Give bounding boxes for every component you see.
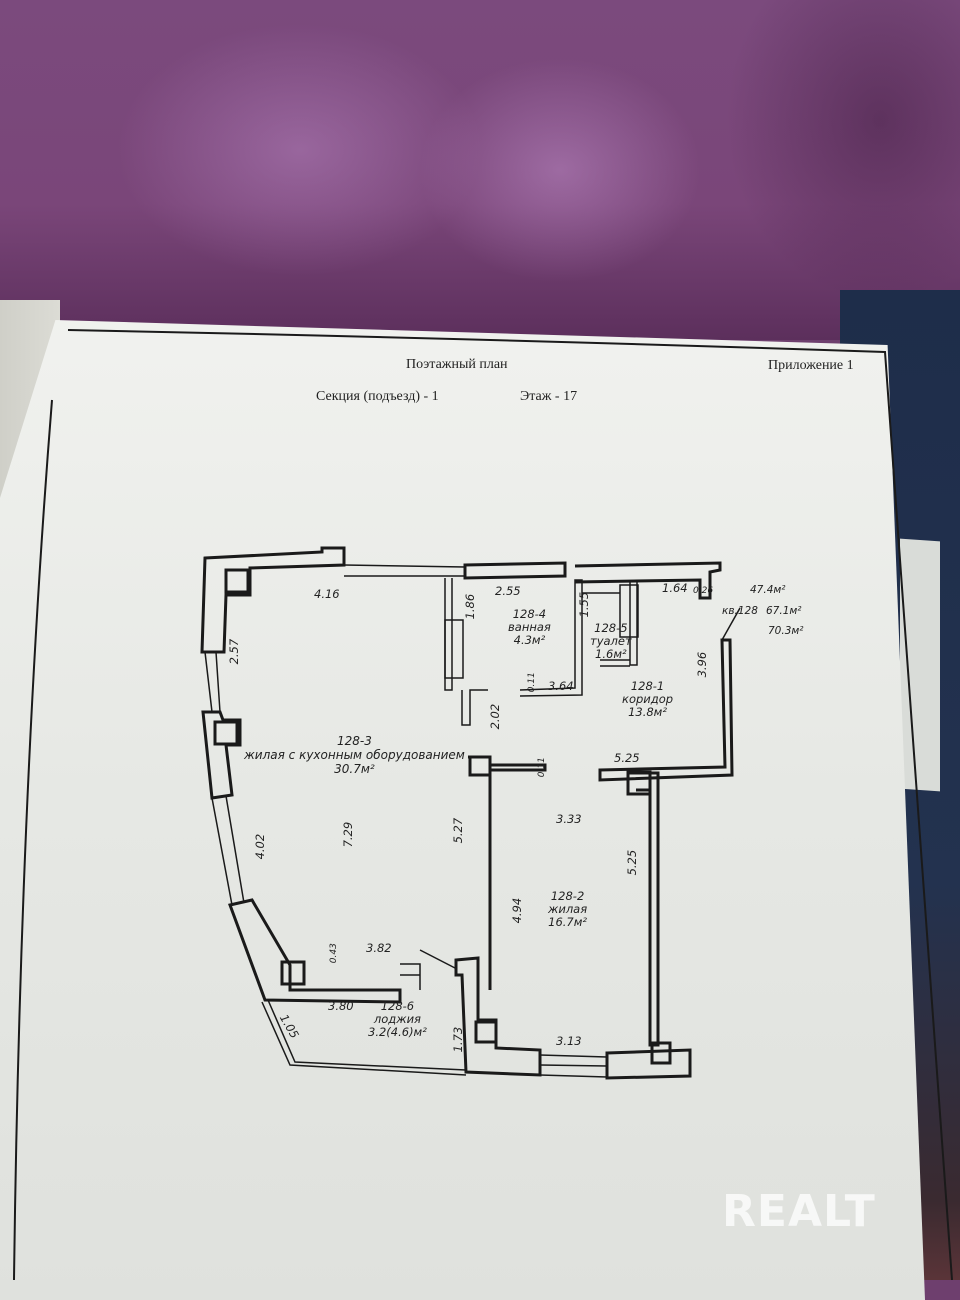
room-128-6: 128-6 лоджия 3.2(4.6)м² bbox=[368, 999, 427, 1040]
room-128-3: 128-3 жилая с кухонным оборудованием 30.… bbox=[244, 734, 465, 776]
dim-0-43: 0.43 bbox=[328, 943, 339, 964]
dim-7-29: 7.29 bbox=[341, 821, 356, 848]
room-id: 128-1 bbox=[630, 679, 665, 693]
dim-3-33: 3.33 bbox=[556, 812, 582, 826]
dim-3-82: 3.82 bbox=[366, 941, 392, 955]
dim-1-64: 1.64 bbox=[662, 581, 688, 595]
room-id: 128-6 bbox=[380, 999, 415, 1013]
room-area: 16.7м² bbox=[548, 915, 588, 930]
dim-5-25-a: 5.25 bbox=[614, 751, 640, 765]
room-id: 128-3 bbox=[336, 734, 372, 748]
document-title: Поэтажный план bbox=[406, 357, 508, 372]
room-area: 1.6м² bbox=[595, 647, 627, 662]
apartment-label: кв.128 bbox=[722, 605, 758, 617]
dim-5-27: 5.27 bbox=[451, 817, 466, 844]
room-area: 30.7м² bbox=[334, 761, 375, 776]
room-area: 3.2(4.6)м² bbox=[368, 1025, 427, 1040]
back-paper-sheet bbox=[900, 538, 940, 792]
room-name: жилая bbox=[548, 902, 588, 917]
dim-1-55: 1.55 bbox=[577, 591, 592, 618]
dim-0-26: 0.26 bbox=[693, 586, 714, 596]
room-id: 128-4 bbox=[512, 607, 547, 621]
dim-3-80: 3.80 bbox=[328, 999, 354, 1013]
apartment-area-3: 70.3м² bbox=[768, 625, 804, 637]
dim-5-25-b: 5.25 bbox=[625, 849, 640, 876]
dim-0-11-b: 0.11 bbox=[536, 757, 547, 778]
room-area: 13.8м² bbox=[628, 705, 667, 720]
apartment-area-1: 47.4м² bbox=[750, 584, 786, 596]
appendix-label: Приложение 1 bbox=[768, 358, 854, 373]
dim-1-73: 1.73 bbox=[451, 1026, 466, 1053]
dim-3-96: 3.96 bbox=[695, 651, 710, 678]
room-id: 128-5 bbox=[594, 621, 628, 635]
dim-4-16: 4.16 bbox=[314, 587, 340, 601]
room-name: ванная bbox=[508, 620, 551, 635]
room-name: жилая с кухонным оборудованием bbox=[244, 747, 465, 762]
dim-3-13: 3.13 bbox=[556, 1034, 582, 1048]
room-name: лоджия bbox=[373, 1012, 421, 1027]
dim-3-64: 3.64 bbox=[548, 679, 574, 693]
dim-0-11-a: 0.11 bbox=[526, 672, 537, 693]
room-id: 128-2 bbox=[550, 889, 585, 903]
paper-sheet bbox=[0, 320, 925, 1300]
dim-2-02: 2.02 bbox=[488, 703, 503, 730]
room-name: туалет bbox=[590, 634, 632, 649]
realt-watermark: REALT bbox=[722, 1186, 876, 1237]
dim-4-02: 4.02 bbox=[253, 833, 268, 860]
dim-2-57: 2.57 bbox=[227, 638, 242, 665]
dim-1-86: 1.86 bbox=[463, 593, 478, 620]
room-128-1: 128-1 коридор 13.8м² bbox=[622, 679, 674, 720]
floor-label: Этаж - 17 bbox=[520, 389, 578, 404]
room-128-5: 128-5 туалет 1.6м² bbox=[590, 621, 632, 662]
room-area: 4.3м² bbox=[513, 633, 546, 648]
purple-fabric-background bbox=[0, 0, 960, 340]
room-128-2: 128-2 жилая 16.7м² bbox=[548, 889, 588, 930]
room-128-4: 128-4 ванная 4.3м² bbox=[508, 607, 551, 648]
section-label: Секция (подъезд) - 1 bbox=[316, 389, 439, 404]
dim-2-55: 2.55 bbox=[495, 584, 521, 598]
apartment-area-2: 67.1м² bbox=[766, 605, 802, 617]
dim-4-94: 4.94 bbox=[510, 897, 525, 924]
room-name: коридор bbox=[622, 692, 674, 707]
